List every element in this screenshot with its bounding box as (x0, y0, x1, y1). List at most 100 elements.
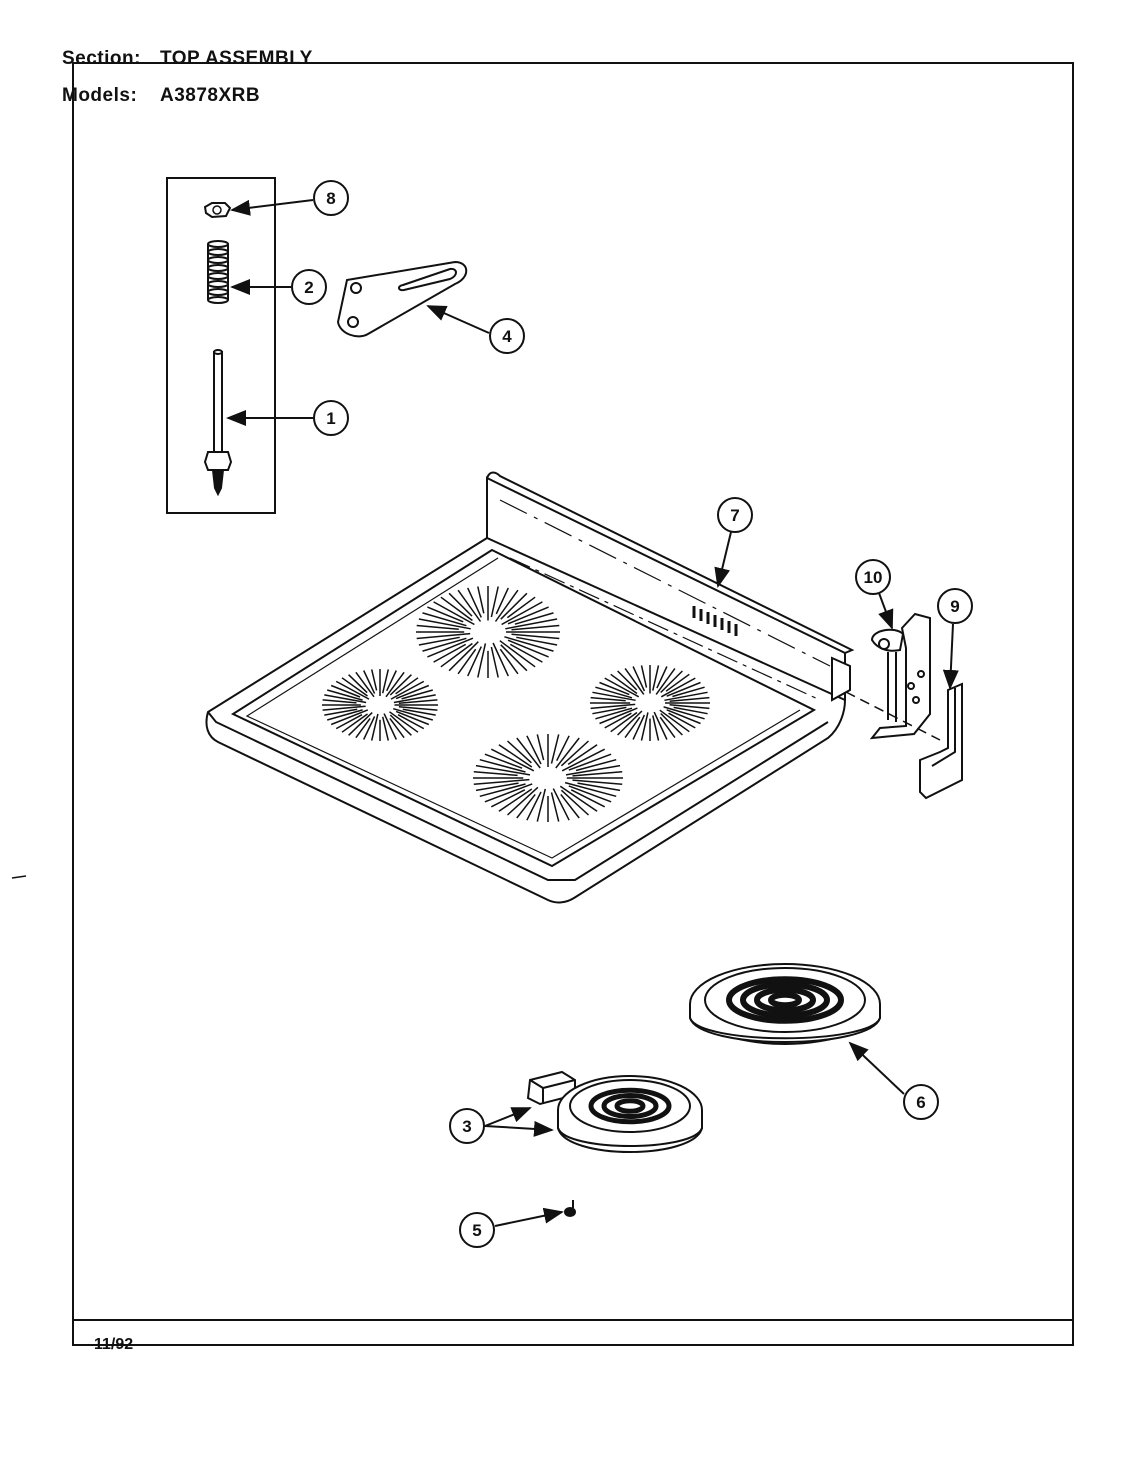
callout-circle (313, 400, 349, 436)
vent-slots (692, 606, 738, 636)
callout-circle (489, 318, 525, 354)
part-5-screw (564, 1200, 576, 1217)
part-10-hinge-bracket (869, 612, 931, 740)
burner-ray (389, 674, 412, 696)
burner-ray (610, 711, 638, 733)
burner-ray (560, 740, 590, 767)
burner-ray (341, 677, 368, 697)
burner-ray (389, 711, 419, 733)
burner-ray (590, 703, 636, 710)
callout-circle (855, 559, 891, 595)
burner-ray (505, 618, 558, 630)
burner-ray (660, 712, 683, 736)
revision-date: 11/92 (94, 1336, 134, 1353)
burner-ray (492, 642, 509, 677)
burner-ray (322, 705, 366, 711)
burner-ray (511, 624, 560, 631)
burner-ray (665, 673, 690, 692)
callout-2: 2 (230, 269, 327, 305)
burner-ray (526, 735, 542, 765)
part-7-cooktop (205, 471, 855, 904)
burner-ray (669, 696, 710, 702)
callout-number: 10 (864, 568, 883, 587)
leader-line (714, 531, 732, 588)
burner-ray (617, 670, 638, 691)
burner-ray (604, 677, 640, 698)
burner-ray (577, 782, 621, 792)
burner-ray (381, 669, 390, 694)
callout-circle (291, 269, 327, 305)
burner-ray (666, 681, 701, 697)
burner-ray (398, 699, 438, 705)
models-header: Models:A3878XRB (62, 85, 260, 107)
coil-ring (601, 1093, 659, 1119)
burner-ray (653, 711, 668, 740)
burner-ray (395, 684, 430, 700)
burner-ray (402, 708, 436, 716)
callout-9: 9 (937, 588, 973, 690)
burner-ray (655, 667, 676, 695)
burner-ray (516, 737, 541, 769)
burner-ray (383, 713, 397, 740)
burner-ray (490, 789, 526, 808)
burner-ray (370, 713, 379, 741)
burner-ray (490, 646, 499, 678)
burner-ray (570, 789, 606, 808)
burner-ray (386, 670, 397, 692)
coil-ring (614, 1098, 646, 1114)
models-label: Models: (62, 85, 138, 106)
callout-5: 5 (459, 1207, 564, 1248)
coil-ring (754, 986, 816, 1014)
leader-line (484, 1107, 532, 1127)
burner-ray (475, 782, 519, 792)
burner-ray (499, 640, 536, 668)
burner-ray (561, 748, 606, 772)
coil-ring (740, 981, 830, 1019)
burner-ray (385, 671, 405, 698)
burner-ray (467, 587, 482, 618)
burner-ray (494, 589, 519, 622)
burner-ray (565, 764, 621, 776)
burner-ray (348, 674, 368, 694)
burner-ray (395, 710, 430, 726)
leader-line (848, 1041, 905, 1095)
burner-ray (330, 709, 369, 726)
callout-1: 1 (226, 400, 349, 436)
callout-number: 3 (462, 1117, 471, 1136)
coil-ring (768, 991, 802, 1009)
burner-ray (590, 696, 626, 702)
burner-ray (507, 639, 549, 658)
burner-ray (440, 642, 473, 668)
burner-ray (418, 636, 460, 646)
burner-ray (473, 770, 518, 777)
part-6-large-element (689, 963, 881, 1045)
burner-ray (398, 705, 438, 711)
part-4-bracket (336, 260, 468, 338)
burner-ray (448, 641, 479, 672)
burner-ray (498, 788, 533, 812)
burner-ray (500, 592, 528, 620)
burner-ray (659, 716, 676, 739)
burner-ray (555, 737, 580, 769)
burner-ray (624, 716, 641, 739)
callout-number: 1 (326, 409, 335, 428)
callout-circle (449, 1108, 485, 1144)
burner-ray (355, 671, 375, 698)
burner-ray (673, 706, 708, 715)
burner-ray (660, 670, 683, 694)
callout-circle (903, 1084, 939, 1120)
burner-ray (363, 670, 376, 694)
coil-ring (588, 1087, 672, 1125)
leader-line (230, 199, 314, 216)
burner-ray (381, 716, 390, 741)
burner-ray (506, 786, 539, 816)
burner-ray (632, 714, 646, 740)
burner-ray (560, 789, 590, 816)
burner-ray (604, 712, 632, 729)
hardware-inset-box (166, 177, 276, 514)
burner-ray (427, 637, 474, 658)
burner-ray (390, 680, 425, 700)
burner-ray (599, 681, 630, 696)
burner-ray (617, 710, 643, 736)
footer-divider (72, 1319, 1074, 1321)
